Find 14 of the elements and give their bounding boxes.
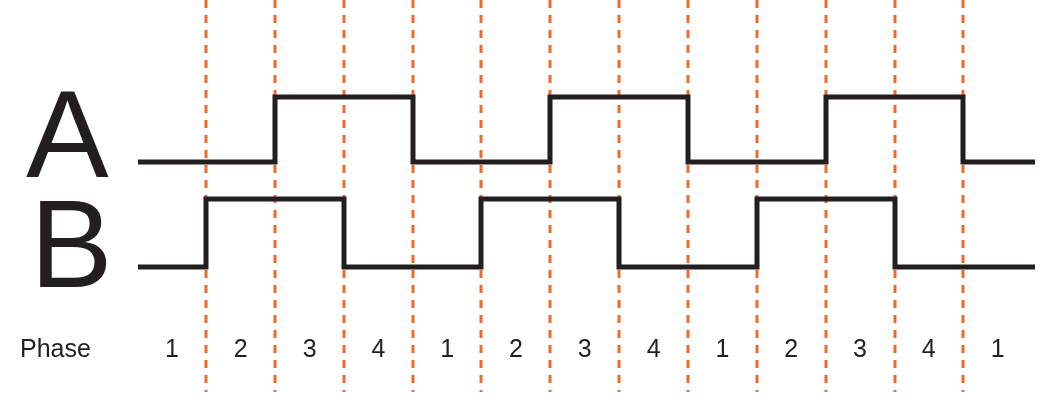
row-label: Phase	[20, 336, 91, 361]
phase-number: 3	[302, 336, 317, 361]
phase-number: 2	[509, 336, 523, 361]
phase-number: 2	[233, 336, 248, 361]
phase-number: 1	[990, 336, 1005, 361]
phase-number: 3	[853, 336, 867, 361]
phase-number: 1	[440, 336, 455, 361]
phase-number: 4	[646, 336, 661, 361]
phase-number: 3	[577, 336, 592, 361]
phase-number: 2	[784, 336, 799, 361]
phase-number: 4	[371, 336, 386, 361]
phase-number: 1	[165, 336, 179, 361]
phase-number: 1	[715, 336, 730, 361]
phase-number: 4	[921, 336, 936, 361]
